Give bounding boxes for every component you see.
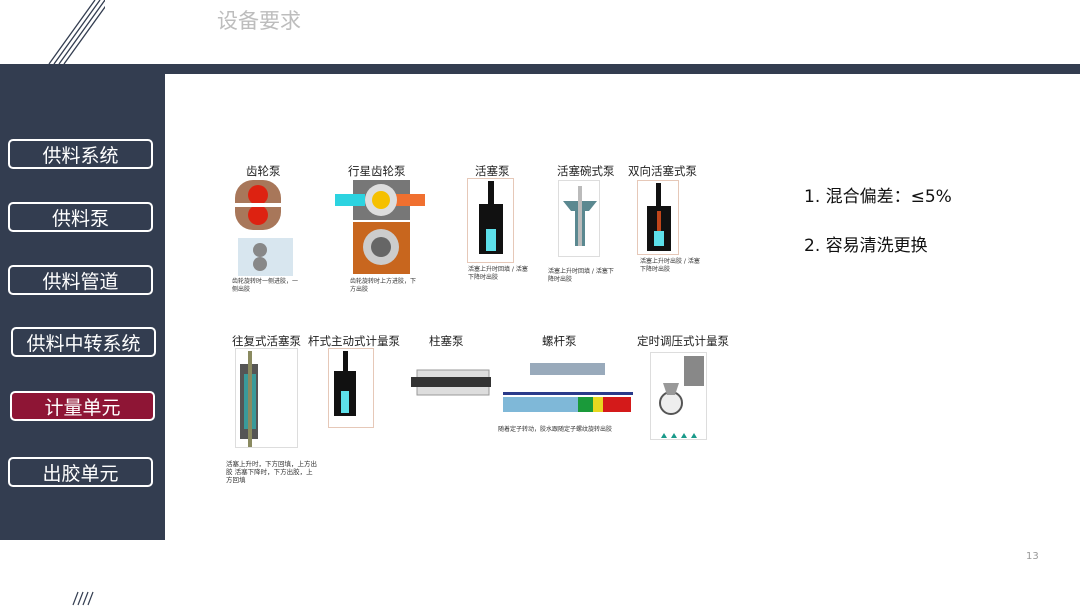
sidebar-item-transfer-system[interactable]: 供料中转系统 bbox=[11, 327, 156, 357]
label-plunger-pump: 柱塞泵 bbox=[429, 334, 464, 348]
sidebar-item-metering-unit[interactable]: 计量单元 bbox=[10, 391, 155, 421]
caption-screw-pump: 随着定子转动，胶水跟随定子螺纹旋转出胶 bbox=[498, 426, 613, 433]
caption-reciprocating-piston-pump: 活塞上升时，下方回填，上方出胶 活塞下降时，下方出胶，上方回填 bbox=[226, 460, 317, 484]
gear-pump-image bbox=[218, 178, 298, 278]
label-reciprocating-piston-pump: 往复式活塞泵 bbox=[232, 334, 301, 348]
sidebar-item-supply-system[interactable]: 供料系统 bbox=[8, 139, 153, 169]
double-piston-pump-image bbox=[637, 180, 679, 255]
requirement-mix-deviation: 1. 混合偏差：≤5% bbox=[804, 187, 952, 207]
screw-pump-image bbox=[500, 360, 635, 420]
decor-slashes-top bbox=[45, 0, 105, 64]
label-timed-pressure-metering-pump: 定时调压式计量泵 bbox=[637, 334, 729, 348]
reciprocating-piston-pump-image bbox=[235, 348, 298, 448]
sidebar-item-supply-pump[interactable]: 供料泵 bbox=[8, 202, 153, 232]
planetary-gear-pump-image bbox=[333, 180, 428, 275]
label-gear-pump: 齿轮泵 bbox=[246, 164, 281, 178]
piston-pump-image bbox=[467, 178, 514, 263]
label-rod-metering-pump: 杆式主动式计量泵 bbox=[308, 334, 400, 348]
label-piston-cup-pump: 活塞碗式泵 bbox=[557, 164, 615, 178]
label-double-piston-pump: 双向活塞式泵 bbox=[628, 164, 697, 178]
label-piston-pump: 活塞泵 bbox=[475, 164, 510, 178]
sidebar-item-dispensing-unit[interactable]: 出胶单元 bbox=[8, 457, 153, 487]
caption-gear-pump: 齿轮旋转时一侧进胶，一侧出胶 bbox=[232, 278, 299, 293]
label-planetary-gear-pump: 行星齿轮泵 bbox=[348, 164, 406, 178]
plunger-pump-image bbox=[405, 365, 497, 405]
caption-piston-cup-pump: 活塞上升时回填 / 活塞下降时出胶 bbox=[548, 268, 614, 283]
caption-piston-pump: 活塞上升时回填 / 活塞下降时出胶 bbox=[468, 266, 528, 281]
page-number: 13 bbox=[1026, 551, 1039, 562]
sidebar: 供料系统 供料泵 供料管道 供料中转系统 计量单元 出胶单元 bbox=[0, 64, 165, 540]
piston-cup-pump-image bbox=[558, 180, 600, 257]
page-title: 设备要求 bbox=[217, 9, 301, 33]
requirement-easy-clean: 2. 容易清洗更换 bbox=[804, 236, 928, 256]
decor-slashes-bottom bbox=[70, 590, 100, 606]
rod-metering-pump-image bbox=[328, 348, 374, 428]
header-bar bbox=[0, 64, 1080, 74]
timed-pressure-metering-pump-image bbox=[650, 352, 707, 440]
sidebar-item-supply-pipe[interactable]: 供料管道 bbox=[8, 265, 153, 295]
caption-planetary-gear-pump: 齿轮旋转时上方进胶，下方出胶 bbox=[350, 278, 417, 293]
label-screw-pump: 螺杆泵 bbox=[542, 334, 577, 348]
caption-double-piston-pump: 活塞上升时出胶 / 活塞下降时出胶 bbox=[640, 258, 700, 273]
